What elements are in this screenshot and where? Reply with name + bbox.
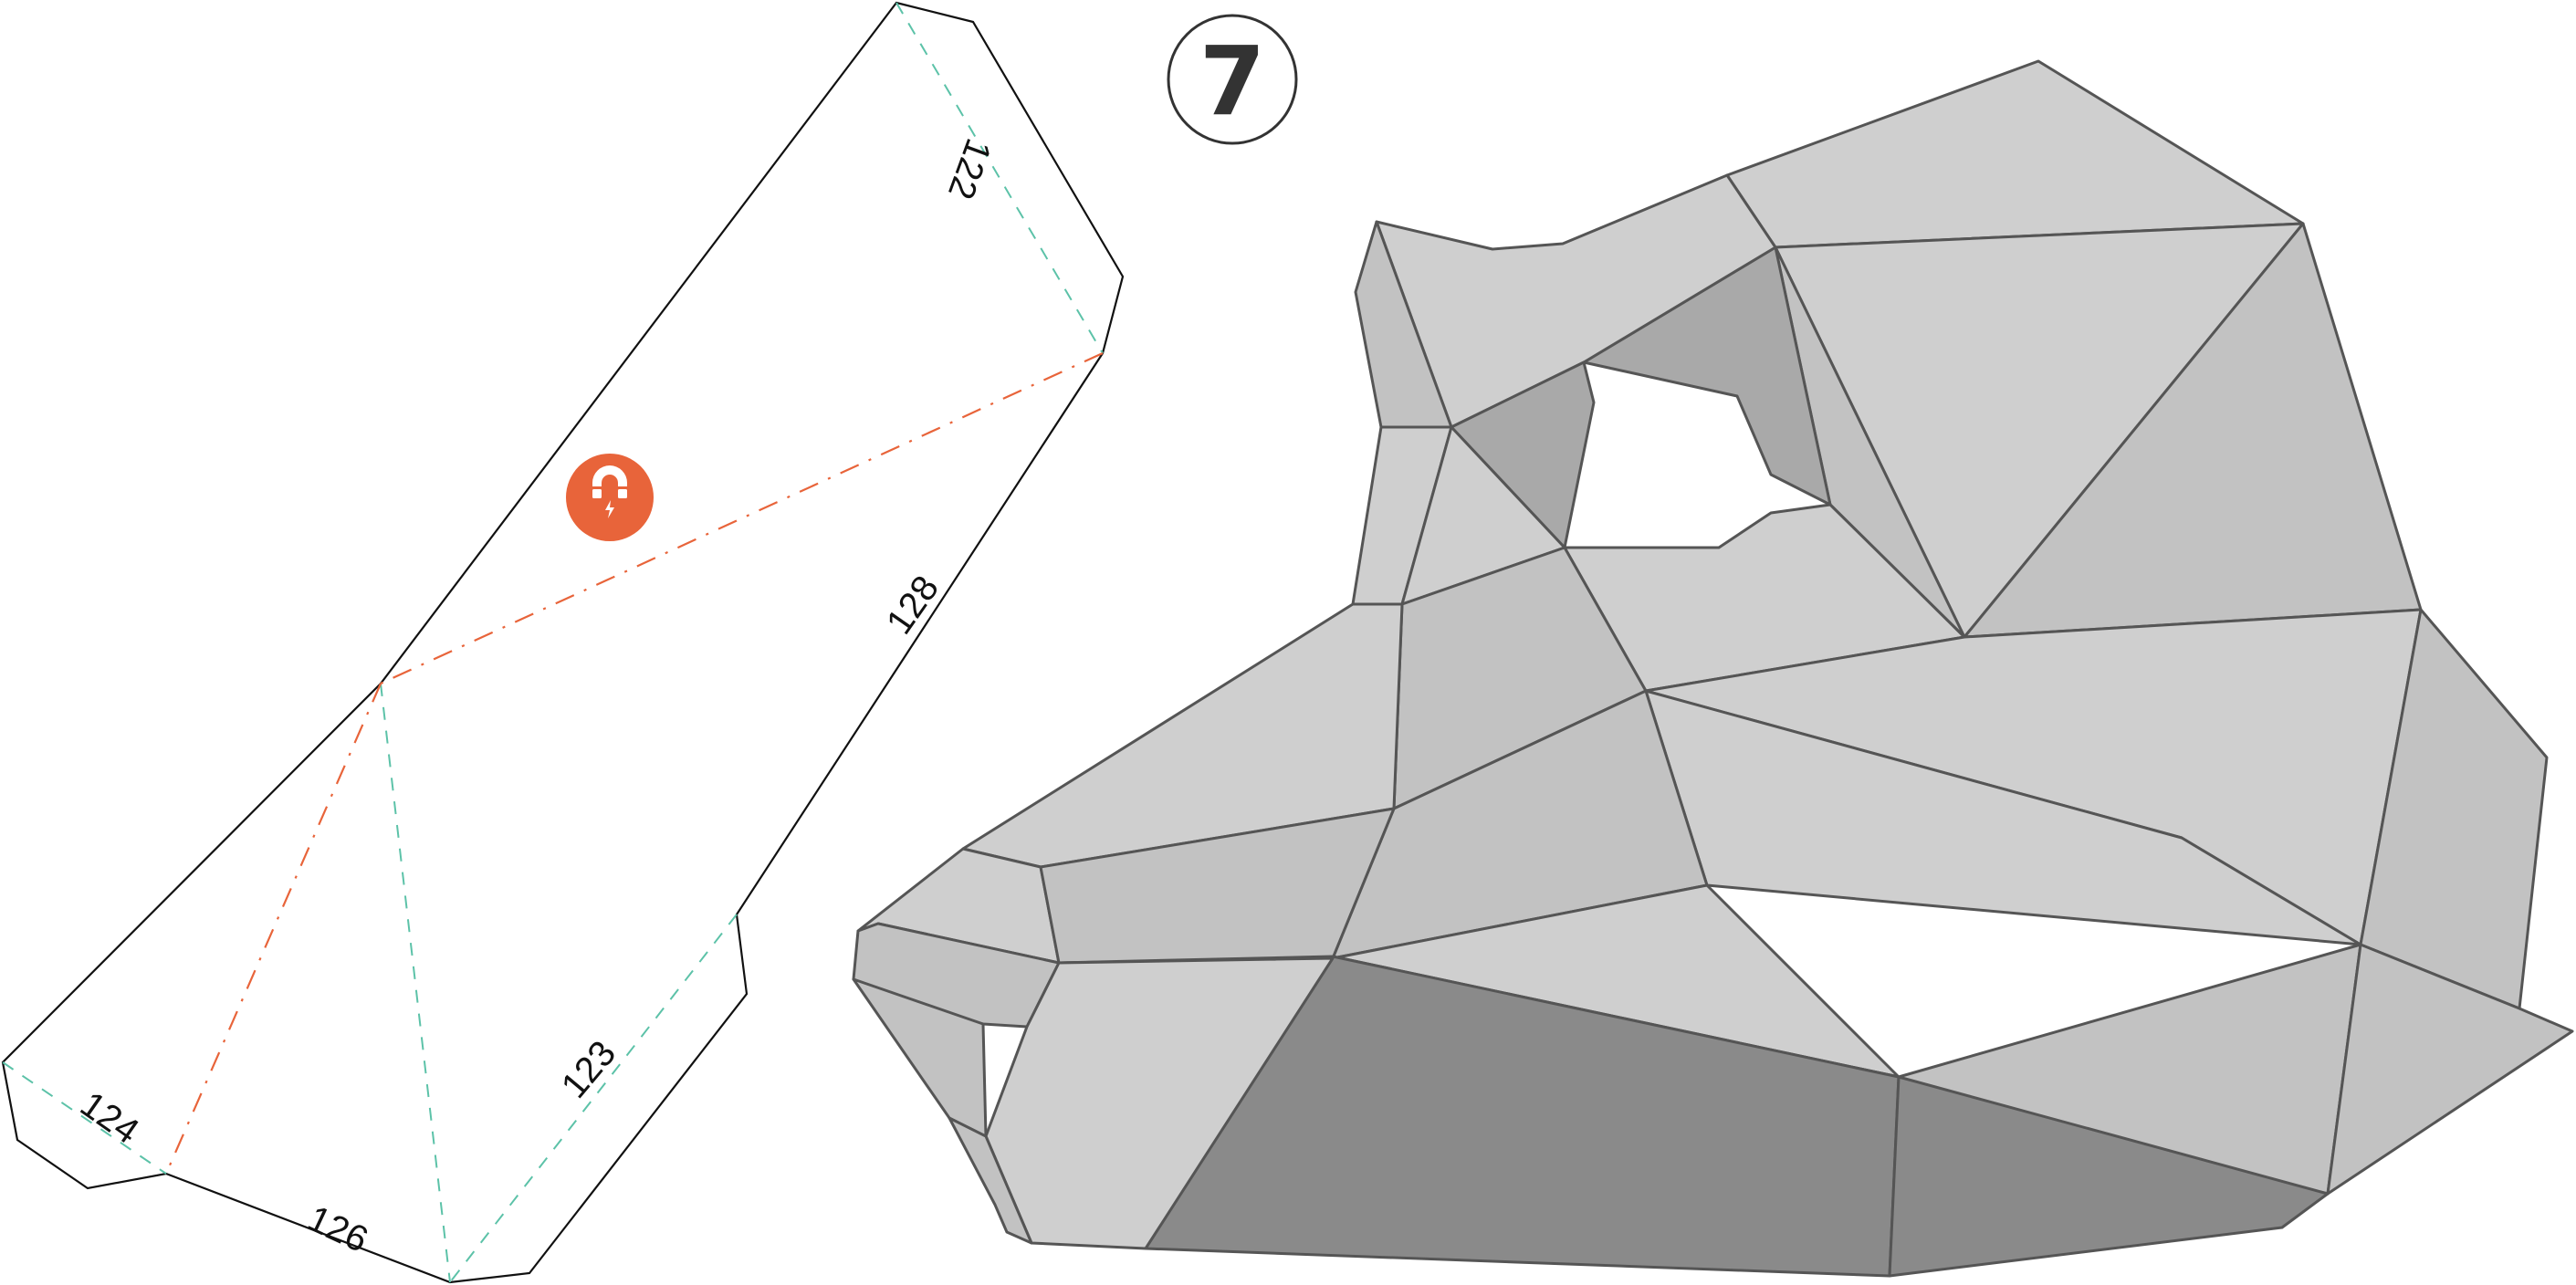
valley-fold-line [2, 1061, 167, 1175]
mountain-fold-line [164, 683, 382, 1175]
cut-outline [1, 1, 1125, 1284]
valley-fold-line [380, 683, 451, 1283]
edge-label: 124 [73, 1084, 146, 1152]
model-facet [1888, 1075, 2330, 1278]
step-circle [1167, 14, 1298, 145]
assembled-3d-model [852, 59, 2574, 1278]
lightning-icon [605, 500, 614, 518]
valley-fold-line [895, 2, 1104, 354]
magnet-icon [592, 465, 627, 518]
magnet-badge [566, 454, 654, 541]
model-facet [2326, 943, 2574, 1196]
edge-label: 123 [554, 1033, 624, 1105]
edge-number-labels: 122 128 123 124 126 [73, 133, 999, 1260]
edge-label: 126 [301, 1198, 373, 1260]
valley-fold-line [449, 914, 738, 1283]
edge-label: 128 [879, 569, 947, 642]
edge-label: 122 [940, 133, 999, 204]
valley-fold-lines [2, 2, 1104, 1283]
step-number: 7 [1199, 26, 1265, 137]
model-facet [1725, 59, 2305, 249]
magnet-badge-circle [566, 454, 654, 541]
step-number-badge: 7 [1167, 14, 1298, 145]
model-facet [948, 1116, 1033, 1245]
